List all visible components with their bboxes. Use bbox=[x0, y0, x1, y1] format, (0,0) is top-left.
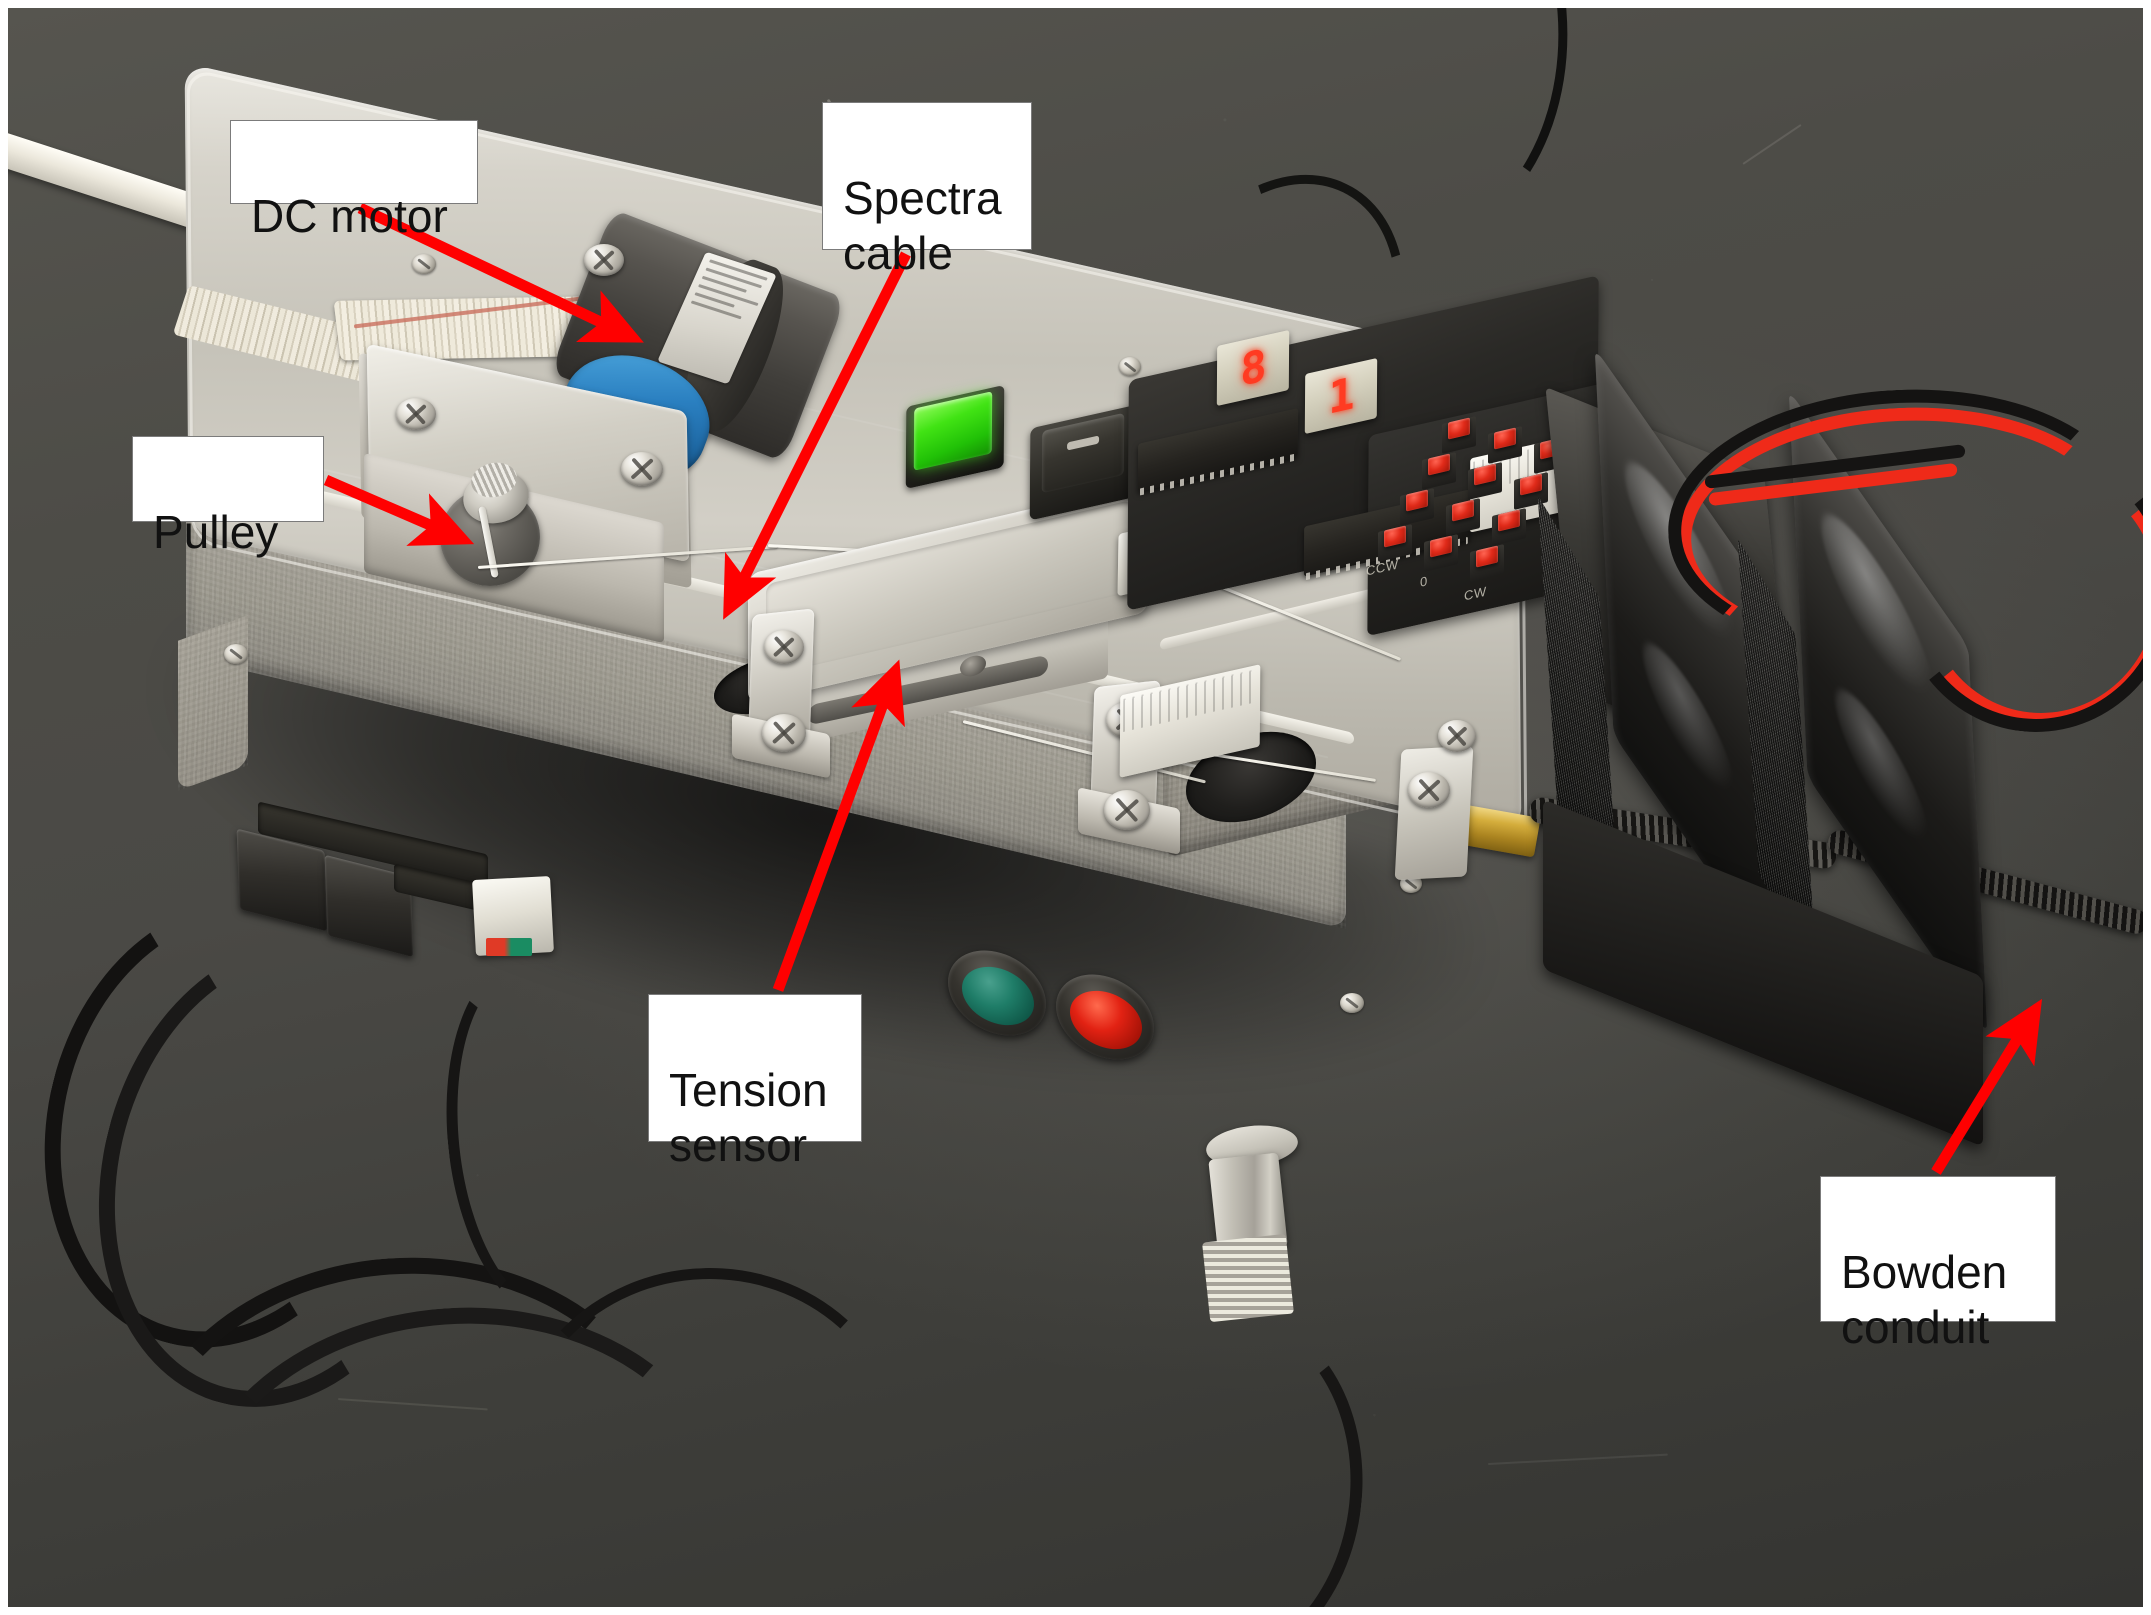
callout-label: Bowden conduit bbox=[1841, 1246, 2008, 1353]
bowden-mount-bracket bbox=[1394, 745, 1474, 881]
callout-bowden-conduit: Bowden conduit bbox=[1820, 1176, 2056, 1353]
bowden-bracket-screw bbox=[1408, 772, 1450, 808]
callout-label: Tension sensor bbox=[669, 1064, 828, 1171]
photograph: 8 1 CCW bbox=[8, 8, 2143, 1607]
lid-corner-screw bbox=[1340, 993, 1364, 1013]
table-scratch bbox=[1742, 124, 1802, 165]
aviation-connector-cable bbox=[1059, 1294, 1381, 1607]
bowden-bracket-screw bbox=[1438, 720, 1476, 752]
callout-spectra-cable: Spectra cable bbox=[822, 102, 1032, 279]
seven-segment-digit: 8 bbox=[1240, 339, 1266, 397]
jst-wire-pins bbox=[486, 938, 532, 956]
enclosure-left-wall bbox=[178, 615, 248, 791]
callout-pulley: Pulley bbox=[132, 436, 324, 558]
callout-label: DC motor bbox=[251, 190, 448, 243]
bracket-screw bbox=[584, 244, 624, 276]
lid-corner-screw bbox=[1119, 357, 1141, 376]
tension-sensor-screw bbox=[762, 714, 806, 752]
seven-segment-digit: 1 bbox=[1328, 367, 1354, 425]
tension-sensor-screw bbox=[764, 630, 804, 664]
callout-dc-motor: DC motor bbox=[230, 120, 478, 242]
callout-tension-sensor: Tension sensor bbox=[648, 994, 862, 1171]
bracket-screw bbox=[396, 398, 436, 430]
callout-label: Pulley bbox=[153, 506, 279, 559]
keypad-silk-zero: 0 bbox=[1419, 573, 1428, 590]
lid-corner-screw bbox=[224, 644, 248, 664]
bracket-screw bbox=[621, 452, 663, 486]
lid-corner-screw bbox=[412, 254, 436, 274]
tension-sensor-screw bbox=[1104, 790, 1150, 830]
table-scratch bbox=[1487, 1453, 1668, 1465]
